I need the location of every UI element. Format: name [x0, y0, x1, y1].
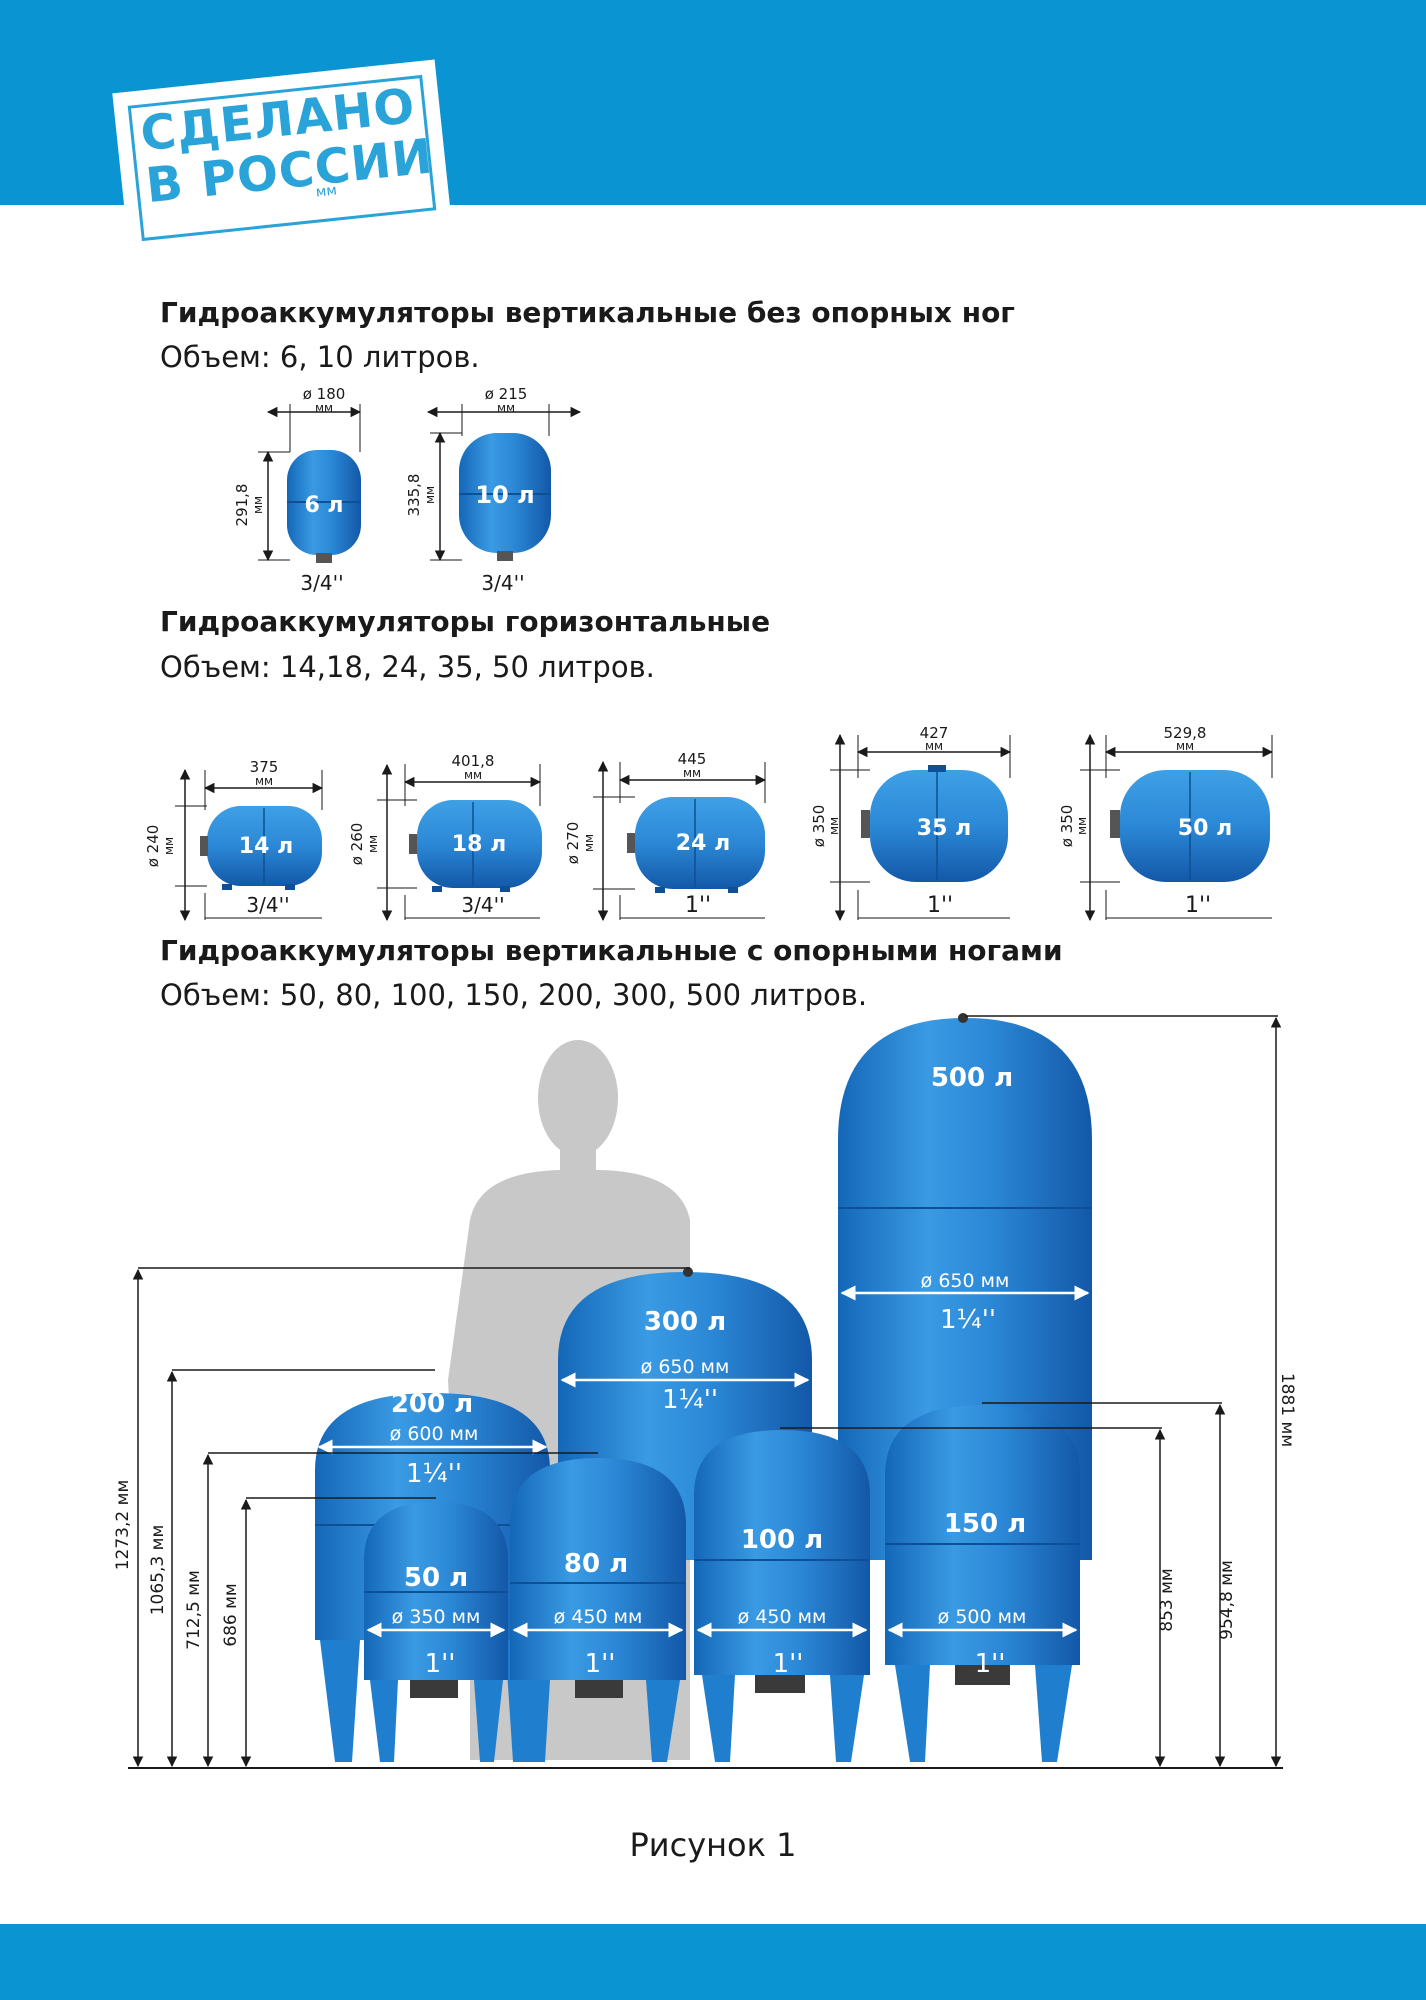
unit: мм — [464, 768, 482, 782]
unit: мм — [162, 837, 176, 855]
tank-diameter: ø 500 мм — [938, 1606, 1027, 1628]
unit: мм — [423, 486, 437, 504]
tank-80: 80 л ø 450 мм 1'' — [510, 1458, 686, 1762]
horizontal-tank-50: 50 л 529,8 мм ø 350 мм 1'' — [1058, 724, 1274, 922]
figure-caption: Рисунок 1 — [629, 1826, 797, 1864]
tank-50: 50 л ø 350 мм 1'' — [364, 1502, 508, 1762]
unit: мм — [251, 496, 265, 514]
tank-label: 24 л — [676, 831, 730, 856]
unit: мм — [497, 401, 515, 415]
tank-label: 6 л — [304, 493, 343, 518]
right-height-dimensions — [780, 1015, 1282, 1768]
tank-thread: 1'' — [425, 1649, 456, 1679]
unit: мм — [366, 835, 380, 853]
tank-height: 291,8 — [233, 484, 251, 527]
height-1273: 1273,2 мм — [113, 1480, 133, 1571]
tank-thread: 1'' — [585, 1649, 616, 1679]
bottom-band — [0, 1924, 1426, 2000]
tank-diameter: ø 240 — [144, 825, 162, 868]
horizontal-tank-18: 18 л 401,8 мм ø 260 мм 3/4'' — [348, 752, 542, 922]
tank-thread: 1'' — [1185, 893, 1211, 918]
height-712: 712,5 мм — [184, 1570, 204, 1650]
tank-thread: 3/4'' — [461, 893, 504, 917]
tank-label: 14 л — [239, 834, 293, 859]
tank-thread: 1'' — [773, 1649, 804, 1679]
unit: мм — [255, 774, 273, 788]
tank-diameter: ø 350 мм — [392, 1606, 481, 1628]
tank-thread: 1'' — [975, 1649, 1006, 1679]
section3-volume: Объем: 50, 80, 100, 150, 200, 300, 500 л… — [160, 978, 868, 1012]
section1-volume: Объем: 6, 10 литров. — [160, 340, 480, 374]
tank-diameter: ø 650 мм — [641, 1356, 730, 1378]
tank-label: 35 л — [917, 816, 971, 841]
tank-length: 375 — [250, 758, 279, 776]
tank-thread: 1'' — [685, 893, 711, 918]
tank-label: 10 л — [475, 481, 534, 509]
height-1881: 1881 мм — [1277, 1373, 1297, 1447]
unit: мм — [1075, 817, 1089, 835]
tank-diameter: ø 215 — [485, 385, 528, 403]
horizontal-tank-35: 35 л 427 мм ø 350 мм 1'' — [810, 724, 1012, 922]
tank-diameter: ø 450 мм — [738, 1606, 827, 1628]
left-height-dimensions — [132, 1267, 690, 1768]
horizontal-tank-24: 24 л 445 мм ø 270 мм 1'' — [564, 750, 767, 922]
horizontal-tank-14: 14 л 375 мм ø 240 мм 3/4'' — [144, 758, 324, 922]
tank-label: 200 л — [391, 1389, 473, 1419]
section1-title: Гидроаккумуляторы вертикальные без опорн… — [160, 296, 1015, 329]
tank-100: 100 л ø 450 мм 1'' — [694, 1430, 870, 1762]
small-tank-6: 6 л ø 180 мм 291,8 мм 3/4'' — [233, 385, 362, 595]
height-1065: 1065,3 мм — [148, 1525, 168, 1616]
tank-150: 150 л ø 500 мм 1'' — [885, 1405, 1080, 1762]
unit: мм — [315, 401, 333, 415]
tank-height: 335,8 — [405, 474, 423, 517]
tank-label: 80 л — [564, 1549, 628, 1579]
height-686: 686 мм — [221, 1583, 241, 1647]
tank-thread: 1¼'' — [662, 1385, 718, 1415]
tank-thread: 1¼'' — [406, 1459, 462, 1489]
tank-length: 445 — [678, 750, 707, 768]
section2-title: Гидроаккумуляторы горизонтальные — [160, 605, 771, 638]
tank-diameter: ø 270 — [564, 822, 582, 865]
tank-label: 300 л — [644, 1307, 726, 1337]
tank-thread: 3/4'' — [246, 893, 289, 917]
height-954: 954,8 мм — [1217, 1560, 1237, 1640]
unit: мм — [683, 766, 701, 780]
unit: мм — [1176, 739, 1194, 753]
tank-diameter: ø 350 — [1058, 805, 1076, 848]
tank-diameter: ø 450 мм — [554, 1606, 643, 1628]
tank-thread: 1¼'' — [940, 1305, 996, 1335]
unit: мм — [582, 834, 596, 852]
tank-thread: 3/4'' — [481, 571, 524, 595]
tank-length: 529,8 — [1164, 724, 1207, 742]
tank-label: 150 л — [944, 1509, 1026, 1539]
small-tank-10: 10 л ø 215 мм 335,8 мм 3/4'' — [405, 385, 582, 595]
tank-diameter: ø 260 — [348, 823, 366, 866]
tank-label: 18 л — [452, 832, 506, 857]
tank-diameter: ø 650 мм — [921, 1270, 1010, 1292]
unit: мм — [827, 817, 841, 835]
tank-label: 50 л — [404, 1563, 468, 1593]
tank-length: 401,8 — [452, 752, 495, 770]
tank-diameter: ø 350 — [810, 805, 828, 848]
tank-label: 500 л — [931, 1063, 1013, 1093]
tank-length: 427 — [920, 724, 949, 742]
height-853: 853 мм — [1157, 1568, 1177, 1632]
tank-label: 100 л — [741, 1525, 823, 1555]
tank-label: 50 л — [1178, 816, 1232, 841]
tank-thread: 1'' — [927, 893, 953, 918]
tank-diameter: ø 180 — [303, 385, 346, 403]
tank-thread: 3/4'' — [300, 571, 343, 595]
section3-title: Гидроаккумуляторы вертикальные с опорным… — [160, 934, 1063, 967]
section2-volume: Объем: 14,18, 24, 35, 50 литров. — [160, 650, 655, 684]
unit: мм — [925, 739, 943, 753]
tank-diameter: ø 600 мм — [390, 1423, 479, 1445]
